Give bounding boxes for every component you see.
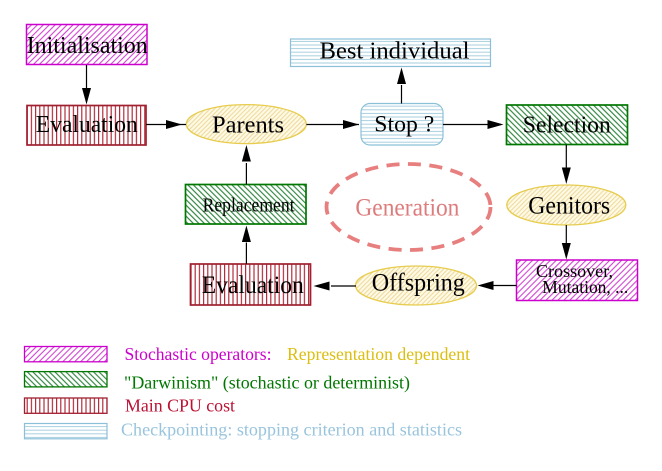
svg-text:Offspring: Offspring — [372, 270, 465, 297]
svg-text:Main CPU cost: Main CPU cost — [125, 395, 235, 415]
svg-text:Mutation, ...: Mutation, ... — [542, 277, 628, 297]
svg-text:Best individual: Best individual — [320, 39, 470, 65]
svg-text:Representation dependent: Representation dependent — [287, 344, 470, 364]
svg-text:Initialisation: Initialisation — [27, 32, 148, 59]
svg-text:Checkpointing: stopping criter: Checkpointing: stopping criterion and st… — [121, 420, 462, 440]
svg-text:Parents: Parents — [212, 113, 284, 139]
svg-text:Replacement: Replacement — [203, 195, 295, 217]
svg-text:Evaluation: Evaluation — [202, 272, 304, 299]
svg-text:Stop ?: Stop ? — [374, 111, 434, 136]
svg-text:Selection: Selection — [523, 113, 611, 139]
svg-text:Crossover,: Crossover, — [536, 261, 613, 281]
svg-text:Generation: Generation — [355, 195, 459, 222]
svg-text:Evaluation: Evaluation — [36, 112, 138, 138]
svg-text:Stochastic operators:: Stochastic operators: — [125, 344, 272, 364]
svg-text:"Darwinism" (stochastic or det: "Darwinism" (stochastic or determinist) — [124, 373, 410, 394]
svg-text:Genitors: Genitors — [528, 193, 610, 220]
